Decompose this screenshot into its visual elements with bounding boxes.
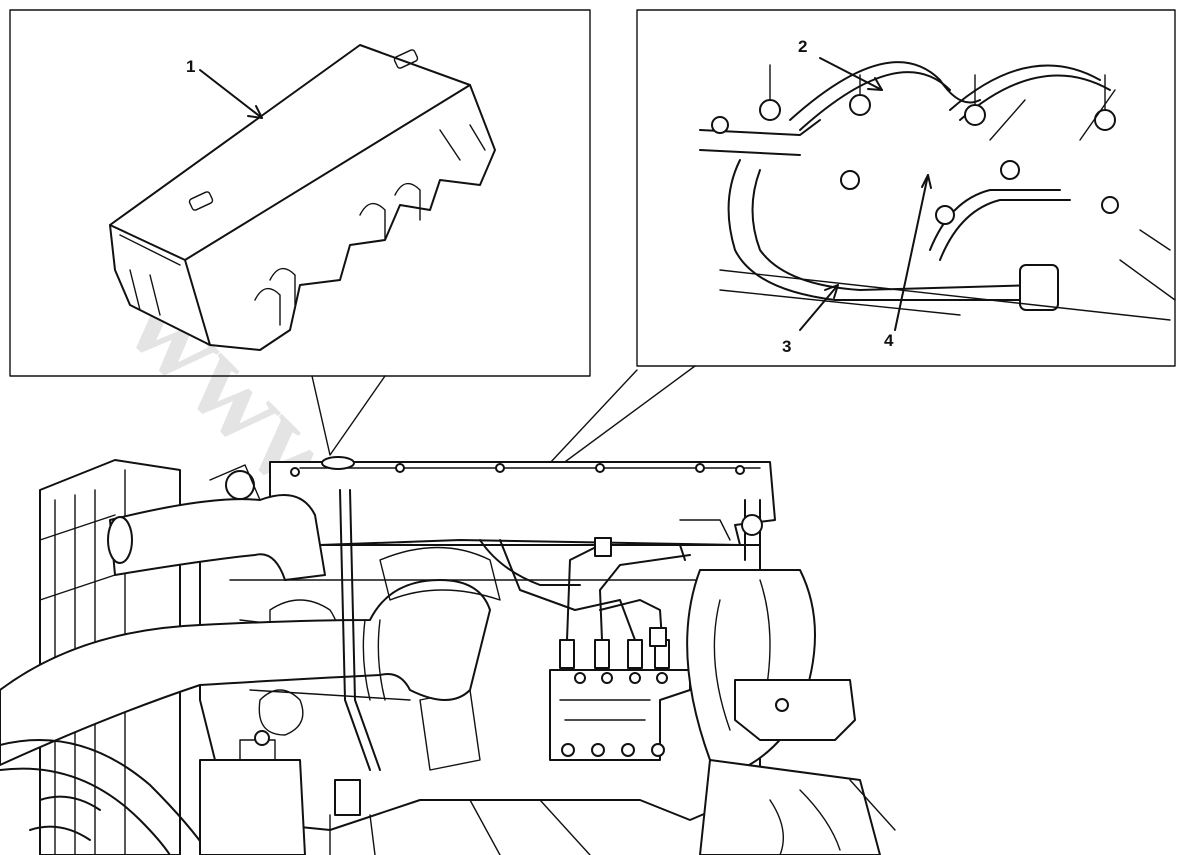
leader-2 xyxy=(819,57,883,91)
inset-left: 1 xyxy=(9,9,591,377)
leader-3 xyxy=(799,284,839,331)
injection-pipes-illustration xyxy=(699,61,1176,321)
callout-2: 2 xyxy=(798,37,807,56)
inset-right: 2 3 4 xyxy=(636,9,1176,367)
pump-outlets xyxy=(561,672,668,757)
callout-4: 4 xyxy=(884,331,894,350)
engine-cover-illustration xyxy=(109,44,496,351)
callout-3: 3 xyxy=(782,337,791,356)
engine-main-illustration xyxy=(0,456,896,855)
inset-left-frame xyxy=(9,9,591,377)
callout-1: 1 xyxy=(186,57,195,76)
leader-1 xyxy=(199,69,263,119)
connector-left xyxy=(311,375,386,456)
oil-filler-cap xyxy=(321,456,355,470)
cover-bolts xyxy=(290,463,745,477)
leader-4 xyxy=(894,174,929,331)
inset-right-frame xyxy=(636,9,1176,367)
